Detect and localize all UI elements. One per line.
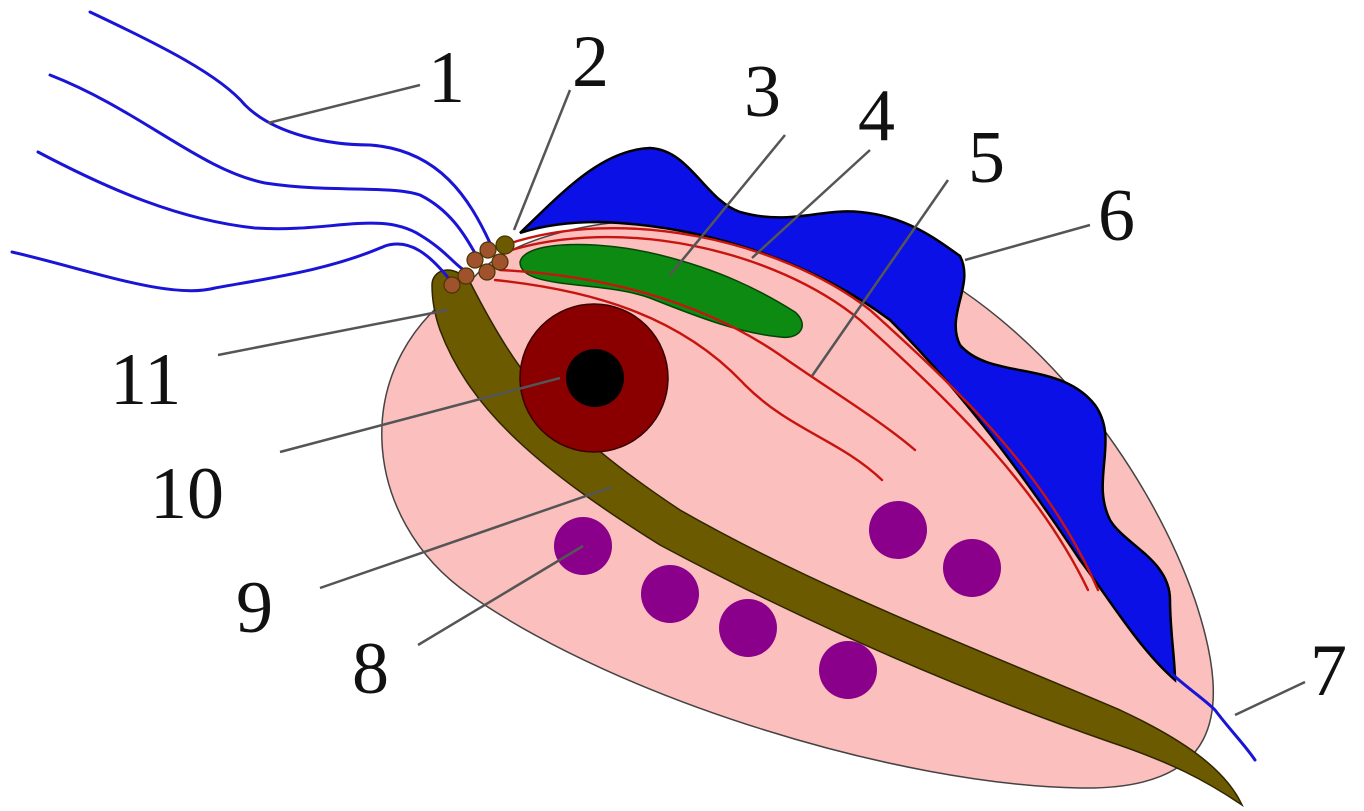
label-10: 10 [150,453,224,535]
leader-7 [1235,682,1305,715]
label-8: 8 [352,628,389,710]
label-1: 1 [428,37,465,119]
label-7: 7 [1310,630,1347,712]
label-4: 4 [858,75,895,157]
nucleolus [566,349,624,407]
vacuole [641,565,699,623]
label-11: 11 [110,339,181,421]
flagellum-3 [38,152,464,270]
leader-1 [268,85,420,123]
label-3: 3 [744,51,781,133]
label-2: 2 [572,21,609,103]
label-5: 5 [968,117,1005,199]
leader-6 [965,225,1090,260]
vacuole [943,539,1001,597]
flagellum-4 [12,244,450,291]
label-9: 9 [236,567,273,649]
label-6: 6 [1098,175,1135,257]
vacuole [819,641,877,699]
vacuole [719,599,777,657]
vacuole [869,501,927,559]
